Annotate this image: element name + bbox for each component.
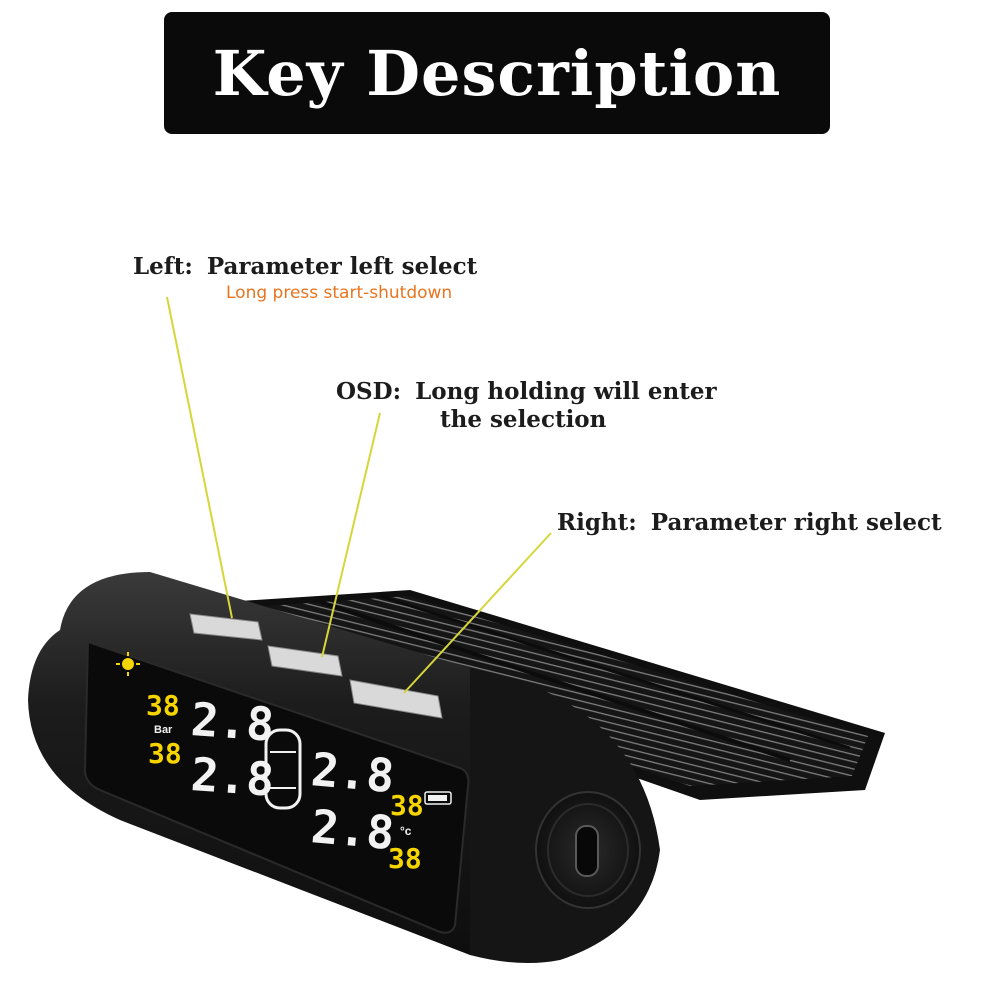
temp-value-rear-right: 38	[388, 842, 422, 875]
temp-value-front-right: 38	[390, 789, 424, 822]
left-button[interactable]	[189, 613, 263, 641]
title-banner: Key Description	[164, 12, 830, 134]
pressure-value-front-right: 2.8	[309, 742, 396, 803]
leader-line-right	[403, 532, 552, 694]
right-button[interactable]	[349, 679, 443, 719]
pressure-value-front-left: 2.8	[189, 692, 276, 752]
left-key-description: Parameter left select	[206, 253, 478, 280]
right-key-label: Right: Parameter right select	[557, 509, 942, 536]
car-icon	[264, 728, 302, 810]
leader-line-left	[166, 296, 233, 619]
leader-line-osd	[321, 412, 381, 658]
usb-c-port-icon	[535, 791, 641, 909]
pressure-value-rear-left: 2.8	[189, 747, 276, 807]
page-title: Key Description	[212, 36, 782, 110]
pressure-value-rear-right: 2.8	[309, 799, 396, 860]
right-key-description: Parameter right select	[650, 509, 942, 536]
left-key-note: Long press start-shutdown	[226, 283, 453, 303]
right-key-name: Right:	[557, 509, 637, 536]
solar-panel	[225, 590, 885, 800]
battery-icon	[424, 791, 452, 805]
temp-value-front-left: 38	[146, 689, 180, 722]
osd-button[interactable]	[267, 645, 343, 677]
osd-key-name: OSD:	[336, 378, 402, 405]
osd-key-label: OSD: Long holding will enter	[336, 378, 717, 405]
temp-value-rear-left: 38	[148, 737, 182, 770]
pressure-unit-label: Bar	[154, 724, 173, 736]
osd-key-description-line2: the selection	[440, 406, 607, 433]
sun-icon	[116, 652, 140, 676]
osd-key-description: Long holding will enter	[415, 378, 717, 405]
temp-unit-label: °c	[400, 824, 412, 838]
left-key-name: Left:	[133, 253, 193, 280]
left-key-label: Left: Parameter left select	[133, 253, 477, 280]
